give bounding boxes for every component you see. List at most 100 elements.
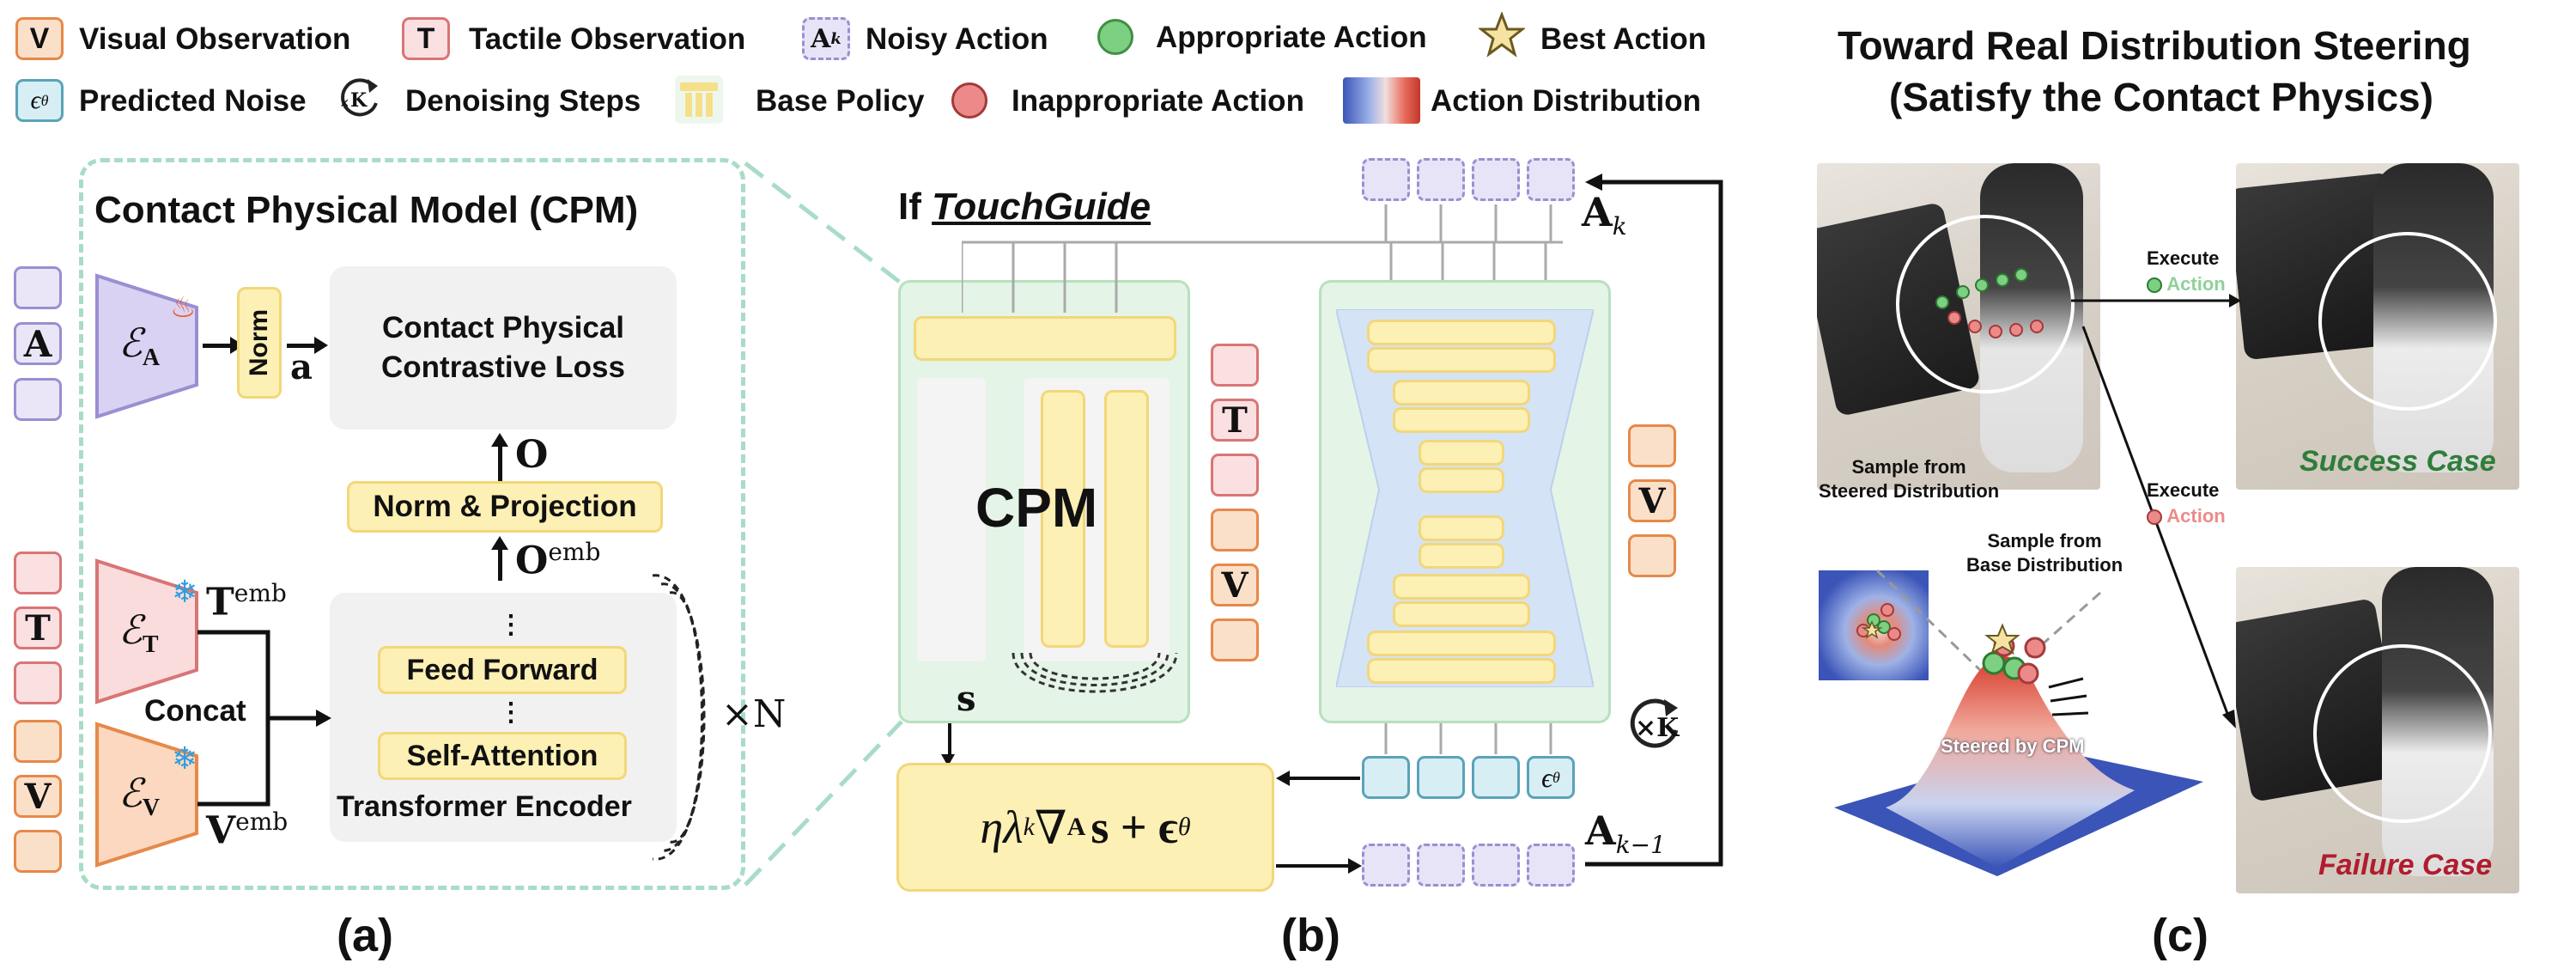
legend-noisy-action: Noisy Action [866, 22, 1048, 56]
encoder-v-trapezoid [95, 722, 198, 868]
encoder-t-trapezoid [95, 558, 198, 704]
denoising-steps-k: K [350, 89, 368, 112]
formula-k: k [1023, 813, 1035, 841]
a-km1-label: Ak−1 [1585, 807, 1666, 859]
success-case-label: Success Case [2300, 445, 2496, 478]
arrowhead-loss [314, 337, 328, 354]
times-n: ×N [721, 692, 787, 736]
cpm-label: CPM [975, 477, 1098, 539]
if-label: If TouchGuide [898, 186, 1151, 229]
failure-case-photo: Failure Case [2236, 567, 2519, 893]
sample-base-2: Base Distribution [1966, 554, 2123, 576]
legend-denoising-steps: Denoising Steps [405, 84, 641, 118]
norm-label: Norm [245, 308, 273, 377]
noisy-action-glyph: A [811, 23, 831, 54]
input-a-top [14, 266, 62, 309]
output-lines [1384, 723, 1552, 754]
execute-top-dot [2147, 277, 2162, 294]
input-v-mid: V [14, 775, 62, 818]
zoom-connector [744, 161, 903, 887]
a-km1-symbol: A [1585, 807, 1616, 854]
t-emb-symbol: T [206, 580, 234, 625]
loop-back-arrow [1585, 174, 1723, 867]
norm-projection-block: Norm & Projection [347, 481, 663, 533]
execute-bottom: Execute [2147, 479, 2220, 501]
formula-nabla: ∇ [1034, 801, 1067, 854]
policy-v-2: V [1628, 479, 1676, 522]
cpm-v-2: V [1211, 564, 1259, 606]
noisy-a-2 [1417, 158, 1465, 201]
robot-photo-main [1817, 163, 2100, 490]
input-t-bottom [14, 661, 62, 704]
repeat-n-loops [652, 574, 706, 861]
action-bottom: Action [2166, 505, 2226, 527]
cpm-bar-2 [1104, 390, 1149, 648]
times-k-icon: ×K [1623, 694, 1686, 758]
caption-a: (a) [337, 910, 393, 961]
eps-to-formula-arrow [1288, 777, 1360, 780]
noisy-action-sub: k [830, 29, 841, 48]
input-v-bottom [14, 830, 62, 873]
o-emb-symbol: O [515, 539, 549, 583]
self-attention-block: Self-Attention [378, 732, 627, 780]
t-emb-sup: emb [234, 579, 287, 607]
eps-arrowhead [1276, 771, 1290, 786]
predicted-noise-sub: θ [40, 91, 49, 109]
formula-theta: θ [1177, 813, 1191, 841]
formula-eta-lambda: ηλ [980, 801, 1024, 853]
input-t-mid: T [14, 606, 62, 649]
unet-bar-8 [1419, 543, 1504, 569]
dots-mid: ⋮ [498, 698, 524, 727]
legend-best-action: Best Action [1540, 22, 1707, 56]
failure-focus-circle [2313, 644, 2492, 823]
action-distribution-icon [1343, 77, 1420, 124]
encoder-a-trapezoid [95, 273, 198, 419]
legend-inappropriate-action: Inappropriate Action [1012, 84, 1304, 118]
failure-case-label: Failure Case [2318, 849, 2493, 881]
v-emb-sup: emb [235, 807, 289, 836]
cpm-frame [79, 158, 745, 890]
sample-steered-1: Sample from [1851, 456, 1966, 478]
input-a-bottom [14, 378, 62, 421]
v-emb: Vemb [206, 807, 288, 853]
cpm-v-3 [1211, 619, 1259, 661]
input-v-top [14, 720, 62, 763]
times-k-label: ×K [1635, 713, 1680, 743]
success-focus-circle [2318, 232, 2497, 411]
unet-bar-6 [1419, 467, 1504, 493]
distribution-surface [1834, 569, 2203, 876]
formula-s-eps: s + ϵ [1091, 801, 1178, 853]
success-case-photo: Success Case [2236, 163, 2519, 490]
inappropriate-action-icon [951, 82, 987, 119]
encoder-v-label: ℰV [118, 770, 160, 822]
encoder-t-label: ℰT [118, 606, 159, 659]
caption-c: (c) [2152, 910, 2208, 961]
arrow-encA-norm [203, 344, 237, 348]
dots-top: ⋮ [498, 611, 524, 639]
caption-b: (b) [1281, 910, 1340, 961]
encoder-a-symbol: ℰ [118, 321, 143, 365]
arrowhead-o [491, 433, 508, 447]
feed-forward-block: Feed Forward [378, 646, 627, 694]
denoising-steps-icon: K × [333, 74, 385, 125]
encoder-v-symbol: ℰ [118, 771, 143, 815]
cpm-t-1 [1211, 344, 1259, 387]
appropriate-action-icon [1097, 19, 1133, 55]
sample-steered-label: Sample from Steered Distribution [1819, 455, 1999, 503]
transformer-encoder-block [330, 593, 677, 842]
execute-top-label: Execute Action [2147, 246, 2226, 297]
eps-symbol: ϵ [1541, 761, 1553, 793]
trajectory-dots [1935, 268, 2044, 338]
formula-A: A [1066, 813, 1086, 841]
cpm-title: Contact Physical Model (CPM) [94, 189, 639, 231]
noisy-a-1 [1362, 158, 1410, 201]
cpm-loop [1012, 652, 1178, 693]
a-k-sub: k [1612, 212, 1627, 241]
formula-to-ak1-arrow [1276, 864, 1350, 868]
loss-line2: Contrastive Loss [381, 350, 625, 384]
best-action-star-icon [1477, 10, 1527, 58]
snowflake-icon-v: ❄ [172, 740, 198, 776]
legend-appropriate-action: Appropriate Action [1156, 21, 1427, 54]
eps-sub: θ [1552, 768, 1560, 786]
